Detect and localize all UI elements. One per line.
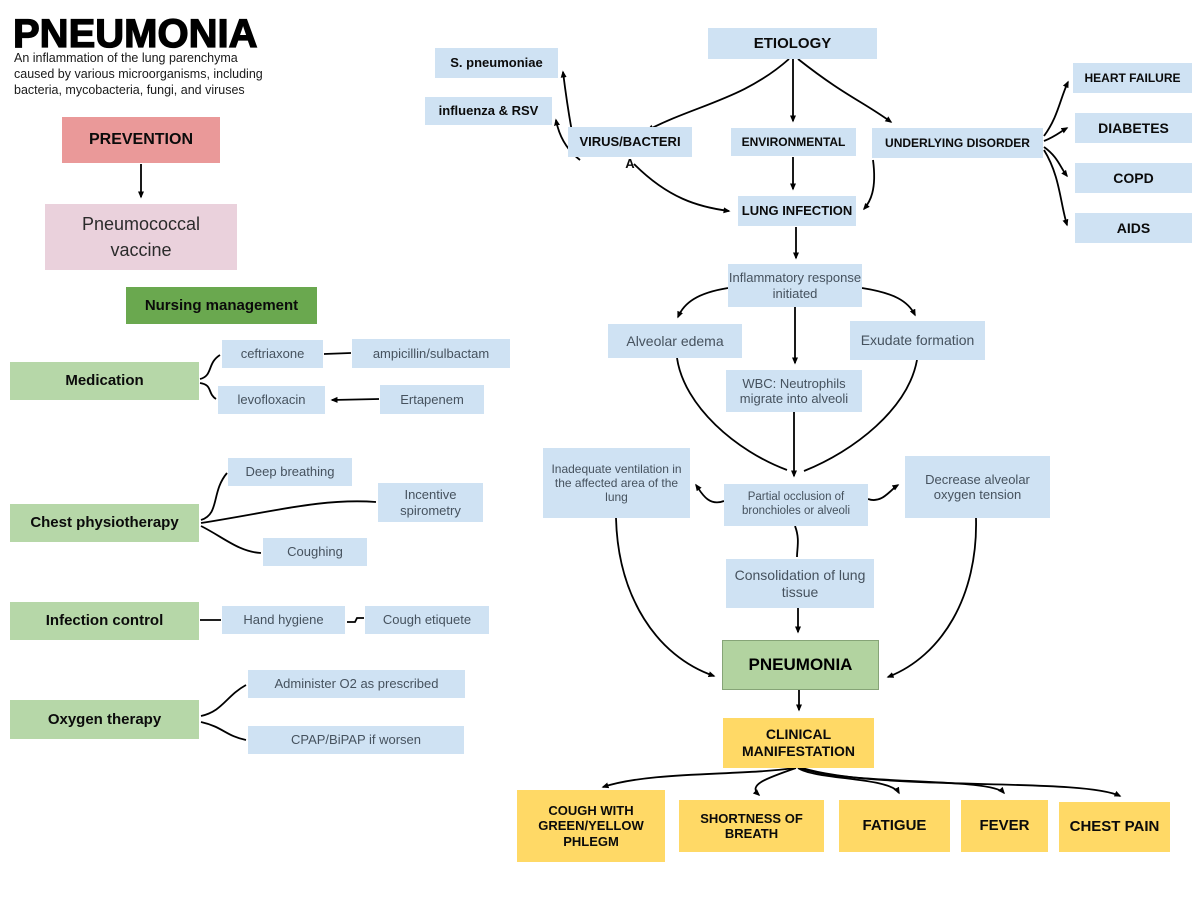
arrow-partial-to-inadequate xyxy=(695,483,725,504)
node-medication: Medication xyxy=(10,362,199,400)
node-coughing: Coughing xyxy=(263,538,367,566)
description-line: bacteria, mycobacteria, fungi, and virus… xyxy=(14,83,245,97)
arrow-clinical-to-fatigue xyxy=(797,767,900,795)
node-cpap-bipap: CPAP/BiPAP if worsen xyxy=(248,726,464,754)
node-hand-hygiene: Hand hygiene xyxy=(222,606,345,634)
line-chest-to-deep-breathing xyxy=(200,472,228,521)
node-underlying-disorder: UNDERLYING DISORDER xyxy=(872,128,1043,158)
node-consolidation: Consolidation of lung tissue xyxy=(726,559,874,608)
node-prevention: PREVENTION xyxy=(62,117,220,163)
node-copd: COPD xyxy=(1075,163,1192,193)
node-fever: FEVER xyxy=(961,800,1048,852)
arrow-partial-to-decrease xyxy=(867,484,900,501)
node-clinical-manifestation: CLINICAL MANIFESTATION xyxy=(723,718,874,768)
line-oxygen-to-cpap xyxy=(200,721,247,741)
arrow-underlying-to-copd xyxy=(1043,146,1068,178)
arrow-clinical-to-chestpain xyxy=(801,767,1122,797)
node-administer-o2: Administer O2 as prescribed xyxy=(248,670,465,698)
description-line: caused by various microorganisms, includ… xyxy=(14,67,263,81)
node-diabetes: DIABETES xyxy=(1075,113,1192,143)
line-medication-to-levofloxacin xyxy=(199,382,217,400)
node-wbc-neutrophils: WBC: Neutrophils migrate into alveoli xyxy=(726,370,862,412)
page-title: PNEUMONIA xyxy=(12,11,258,56)
node-levofloxacin: levofloxacin xyxy=(218,386,325,414)
node-cough-with-phlegm: COUGH WITH GREEN/YELLOW PHLEGM xyxy=(517,790,665,862)
node-ampicillin-sulbactam: ampicillin/sulbactam xyxy=(352,339,510,368)
line-hand-to-etiquete xyxy=(347,617,364,623)
node-alveolar-edema: Alveolar edema xyxy=(608,324,742,358)
node-chest-physiotherapy: Chest physiotherapy xyxy=(10,504,199,542)
node-etiology: ETIOLOGY xyxy=(708,28,877,59)
virus-bacteria-overflow: A xyxy=(625,156,635,171)
arrow-inadequate-to-pneumonia xyxy=(615,517,716,678)
arrow-inflammatory-to-alveolar xyxy=(677,287,729,319)
node-lung-infection: LUNG INFECTION xyxy=(738,196,856,226)
node-oxygen-therapy: Oxygen therapy xyxy=(10,700,199,739)
arrow-clinical-to-cough xyxy=(601,767,796,789)
node-pneumococcal-vaccine: Pneumococcal vaccine xyxy=(45,204,237,270)
arrow-underlying-to-lung xyxy=(863,159,876,211)
node-environmental: ENVIRONMENTAL xyxy=(731,128,856,156)
arrow-underlying-to-heart xyxy=(1043,80,1069,137)
node-nursing-management: Nursing management xyxy=(126,287,317,324)
arrow-decrease-to-pneumonia xyxy=(886,517,977,678)
line-chest-to-coughing xyxy=(200,525,262,554)
node-ertapenem: Ertapenem xyxy=(380,385,484,414)
arrow-ertapenem-to-levofloxacin xyxy=(330,396,380,403)
node-s-pneumoniae: S. pneumoniae xyxy=(435,48,558,78)
line-partial-to-consolidation xyxy=(794,525,799,558)
node-heart-failure: HEART FAILURE xyxy=(1073,63,1192,93)
description-line: An inflammation of the lung parenchyma xyxy=(14,51,238,65)
arrow-etiology-to-underlying xyxy=(797,58,893,123)
node-influenza-rsv: influenza & RSV xyxy=(425,97,552,125)
node-virus-bacteria: VIRUS/BACTERI A xyxy=(568,127,692,171)
node-inflammatory-response: Inflammatory response initiated xyxy=(728,264,862,307)
node-partial-occlusion: Partial occlusion of bronchioles or alve… xyxy=(724,484,868,526)
arrow-underlying-to-diabetes xyxy=(1043,127,1069,142)
line-ceftriaxone-to-ampicillin xyxy=(323,352,352,355)
node-chest-pain: CHEST PAIN xyxy=(1059,802,1170,852)
node-deep-breathing: Deep breathing xyxy=(228,458,352,486)
node-aids: AIDS xyxy=(1075,213,1192,243)
arrow-etiology-to-virus xyxy=(646,58,790,131)
line-medication-to-ceftriaxone xyxy=(199,354,221,380)
node-cough-etiquete: Cough etiquete xyxy=(365,606,489,634)
node-exudate-formation: Exudate formation xyxy=(850,321,985,360)
node-fatigue: FATIGUE xyxy=(839,800,950,852)
node-decrease-oxygen-tension: Decrease alveolar oxygen tension xyxy=(905,456,1050,518)
node-infection-control: Infection control xyxy=(10,602,199,640)
node-pneumonia: PNEUMONIA xyxy=(722,640,879,690)
arrow-underlying-to-aids xyxy=(1043,149,1069,227)
node-shortness-of-breath: SHORTNESS OF BREATH xyxy=(679,800,824,852)
arrow-inflammatory-to-exudate xyxy=(861,287,916,317)
arrow-clinical-to-fever xyxy=(799,767,1005,795)
node-ceftriaxone: ceftriaxone xyxy=(222,340,323,368)
node-inadequate-ventilation: Inadequate ventilation in the affected a… xyxy=(543,448,690,518)
line-oxygen-to-o2 xyxy=(200,684,247,717)
node-incentive-spirometry: Incentive spirometry xyxy=(378,483,483,522)
line-chest-to-incentive xyxy=(200,500,377,524)
arrow-clinical-to-shortness xyxy=(752,767,797,797)
virus-bacteria-line1: VIRUS/BACTERI xyxy=(579,134,681,150)
